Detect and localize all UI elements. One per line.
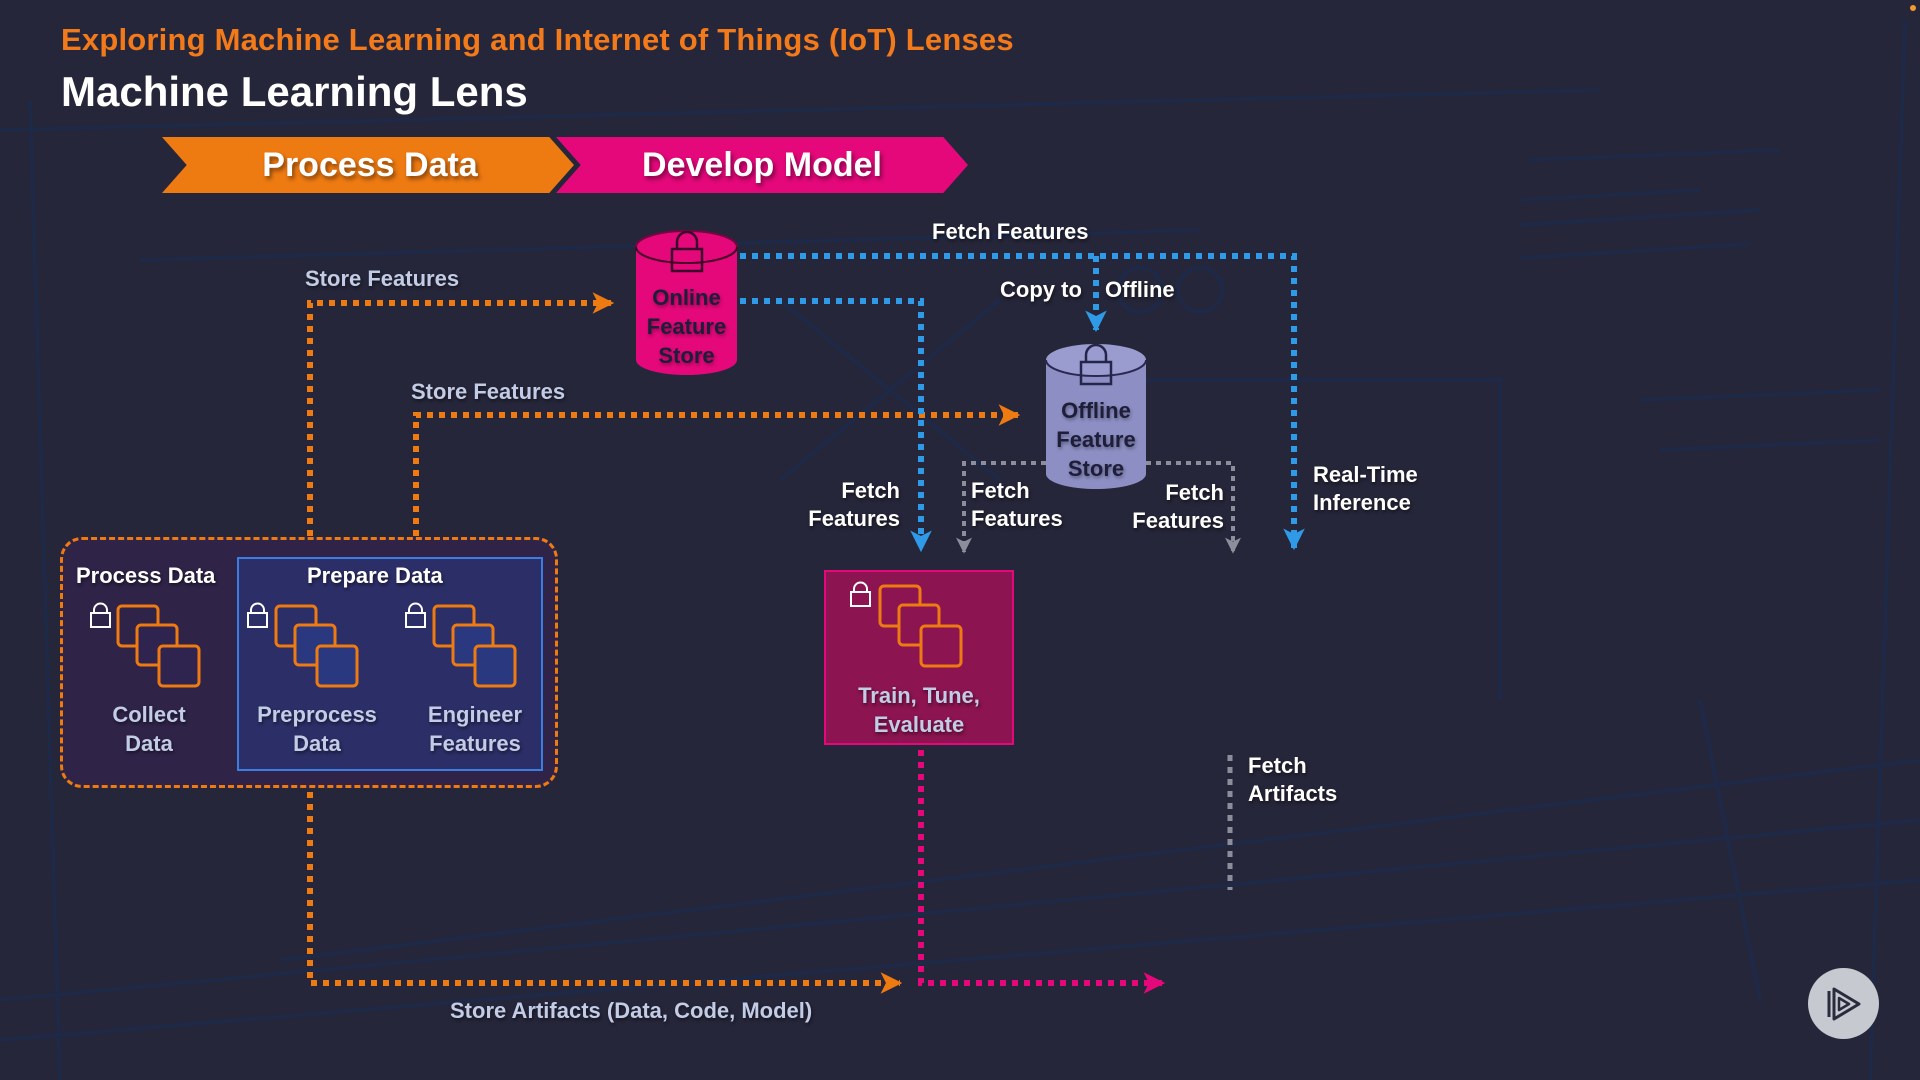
lock-icon [90,602,111,628]
label-fetch-features-left-line-1: Fetch [841,478,900,503]
flow-fetch-features-train [740,298,932,553]
offline-feature-store-label: Offline Feature Store [1046,396,1146,483]
compute-instances-icon [878,584,963,668]
lock-icon [405,602,426,628]
step-collect-data: Collect Data [74,700,224,758]
online-feature-store-label: Online Feature Store [636,283,737,370]
compute-instances-icon [116,604,201,688]
offline-feature-store-icon [1045,343,1147,489]
flow-store-features-offline [413,404,1021,536]
label-fetch-artifacts: Fetch Artifacts [1248,752,1337,808]
step-engineer-features-line-2: Features [429,731,521,756]
flow-offline-fetch-left [956,461,1046,554]
stage-process-data: Process Data [162,137,574,193]
compute-instances-icon [432,604,517,688]
step-train-line-1: Train, Tune, [858,683,980,708]
compute-instances-icon [274,604,359,688]
step-preprocess-data-line-1: Preprocess [257,702,377,727]
flow-store-artifacts [307,792,903,994]
label-store-features-offline: Store Features [411,379,566,404]
prepare-data-group-title: Prepare Data [307,563,443,588]
label-offline: Offline [1105,277,1175,302]
bucket-icon [1079,343,1113,386]
stage-develop-model: Develop Model [556,137,968,193]
stage-process-data-label: Process Data [262,145,478,184]
flow-train-to-artifacts [918,750,1166,994]
step-collect-data-line-1: Collect [112,702,186,727]
bucket-icon [670,230,704,273]
label-store-features-online: Store Features [305,266,460,291]
stage-develop-model-label: Develop Model [642,145,882,184]
online-store-line-1: Online [652,285,721,310]
offline-store-line-3: Store [1067,456,1125,481]
process-data-group-title: Process Data [76,563,216,588]
step-engineer-features-line-1: Engineer [427,702,523,727]
label-real-time-inference: Real-Time Inference [1313,461,1418,517]
pluralsight-play-icon [1827,987,1860,1020]
label-real-time-inference-line-2: Inference [1313,490,1411,515]
lock-icon [850,581,871,607]
step-train-line-2: Evaluate [873,712,965,737]
label-fetch-features-right: Fetch Features [1110,479,1224,535]
label-real-time-inference-line-1: Real-Time [1313,462,1418,487]
label-fetch-features-right-line-2: Features [1132,508,1224,533]
step-preprocess-data: Preprocess Data [242,700,392,758]
label-fetch-features-top: Fetch Features [932,219,1089,244]
label-copy-to: Copy to [1000,277,1082,302]
label-store-artifacts: Store Artifacts (Data, Code, Model) [450,998,813,1023]
page-title: Machine Learning Lens [61,68,528,115]
flow-store-features-online [307,292,615,536]
label-fetch-features-mid: Fetch Features [971,477,1063,533]
label-fetch-artifacts-line-1: Fetch [1248,753,1307,778]
online-store-line-2: Feature [646,314,727,339]
step-preprocess-data-line-2: Data [293,731,341,756]
label-fetch-features-left: Fetch Features [790,477,900,533]
online-feature-store-icon [635,230,738,376]
step-train-tune-evaluate: Train, Tune, Evaluate [844,681,994,739]
online-store-line-3: Store [658,343,715,368]
step-engineer-features: Engineer Features [400,700,550,758]
label-fetch-artifacts-line-2: Artifacts [1248,781,1338,806]
offline-store-line-2: Feature [1056,427,1136,452]
label-fetch-features-mid-line-1: Fetch [971,478,1030,503]
label-fetch-features-mid-line-2: Features [971,506,1063,531]
flow-fetch-features-realtime [740,253,1305,551]
label-fetch-features-right-line-1: Fetch [1165,480,1224,505]
offline-store-line-1: Offline [1061,398,1131,423]
lock-icon [247,602,268,628]
course-subtitle: Exploring Machine Learning and Internet … [61,22,1014,57]
recording-indicator [1910,5,1916,11]
step-collect-data-line-2: Data [125,731,173,756]
play-button[interactable] [1808,968,1879,1039]
label-fetch-features-left-line-2: Features [808,506,900,531]
